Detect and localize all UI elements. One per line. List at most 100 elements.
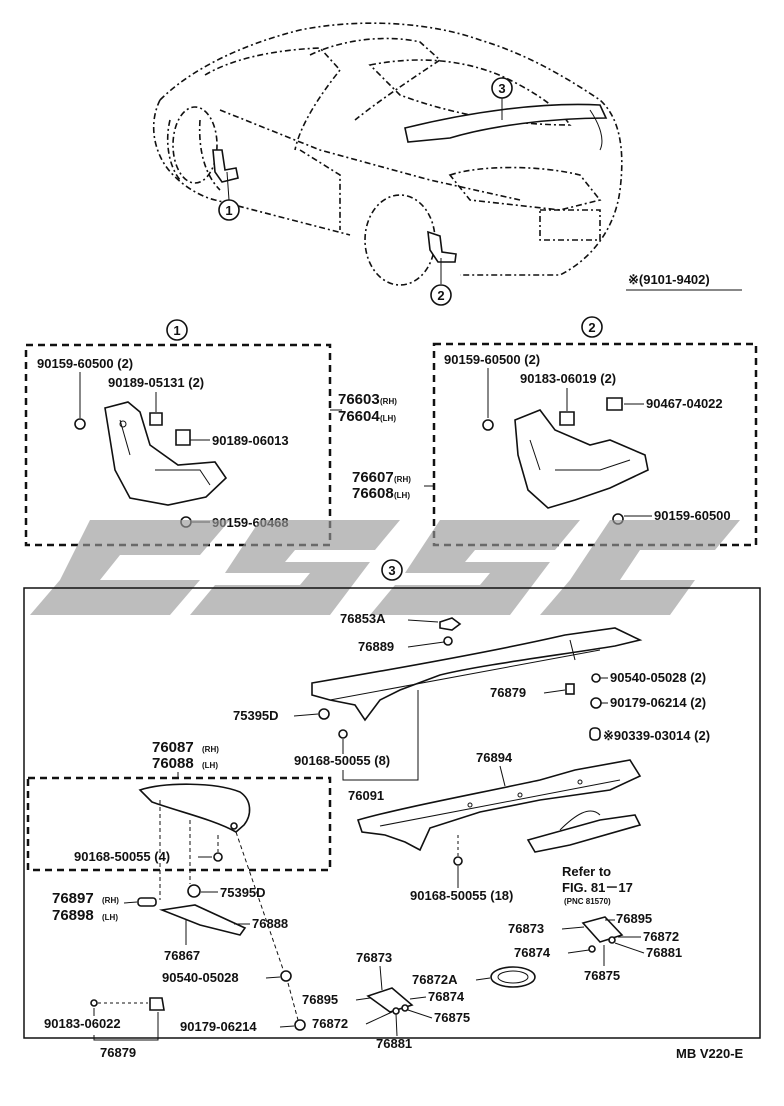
label-90540-05028-2: 90540-05028 (2)	[610, 670, 706, 685]
label-90540-05028: 90540-05028	[162, 970, 239, 985]
clip-icon	[149, 997, 165, 1011]
rear-spoiler	[311, 627, 643, 722]
gasket-ring-inner	[497, 970, 529, 984]
label-75395D-mid: 75395D	[220, 885, 266, 900]
mudguard-rear	[514, 409, 649, 509]
svg-text:FIG. 81－17: FIG. 81－17	[562, 880, 633, 895]
clip-icon	[606, 397, 623, 411]
bolt-icon	[482, 419, 494, 431]
label-90339-03014: ※90339-03014 (2)	[603, 728, 710, 743]
section2-dashed-frame	[432, 342, 758, 547]
figure-code: MB V220-E	[676, 1046, 744, 1061]
svg-text:76088: 76088	[152, 755, 194, 772]
label-76087-76088: 76087 (RH) 76088 (LH)	[152, 739, 219, 772]
label-90168-50055-18: 90168-50055 (18)	[410, 888, 513, 903]
clip-icon	[175, 429, 191, 446]
label-76881-right: 76881	[646, 945, 682, 960]
label-76874-right: 76874	[514, 945, 551, 960]
bolt-icon	[338, 729, 348, 739]
svg-text:2: 2	[437, 288, 444, 303]
bolt-icon	[453, 856, 463, 866]
nut-icon	[149, 412, 163, 426]
svg-text:76087: 76087	[152, 739, 194, 756]
svg-text:Refer to: Refer to	[562, 864, 611, 879]
callout-circle-1: 1	[166, 319, 188, 341]
svg-text:(RH): (RH)	[202, 745, 219, 754]
svg-text:76603: 76603	[338, 391, 380, 408]
label-90179-06214: 90179-06214	[180, 1019, 257, 1034]
clip-icon	[318, 708, 330, 720]
label-76894: 76894	[476, 750, 513, 765]
clip-icon	[230, 822, 238, 830]
label-90183-06019: 90183-06019 (2)	[520, 371, 616, 386]
label-76872A: 76872A	[412, 972, 458, 987]
label-76873-right: 76873	[508, 921, 544, 936]
bracket-icon	[439, 617, 462, 631]
svg-text:(LH): (LH)	[380, 414, 396, 423]
callout-circle-3-top: 3	[491, 77, 513, 99]
label-76879-top: 76879	[490, 685, 526, 700]
label-76091: 76091	[348, 788, 384, 803]
bolt-icon	[74, 418, 86, 430]
svg-text:(LH): (LH)	[102, 913, 118, 922]
nut-icon	[401, 1004, 409, 1012]
section3-frame	[23, 587, 761, 1039]
svg-text:3: 3	[498, 81, 505, 96]
callout-circle-3: 3	[381, 559, 403, 581]
label-76872-center: 76872	[312, 1016, 348, 1031]
label-90183-06022: 90183-06022	[44, 1016, 121, 1031]
label-90159-60500: 90159-60500 (2)	[37, 356, 133, 371]
spoiler-bracket-76894	[356, 759, 642, 852]
svg-text:76607: 76607	[352, 469, 394, 486]
label-76895-center: 76895	[302, 992, 338, 1007]
label-75395D-top: 75395D	[233, 708, 279, 723]
svg-text:(RH): (RH)	[102, 896, 119, 905]
label-76853A: 76853A	[340, 611, 386, 626]
nut-icon	[590, 697, 602, 709]
svg-text:76897: 76897	[52, 890, 94, 907]
side-cover-dashed-frame	[26, 776, 332, 872]
svg-text:76898: 76898	[52, 907, 94, 924]
label-76874-center: 76874	[428, 989, 465, 1004]
washer-icon	[280, 970, 292, 982]
period-note: ※(9101-9402)	[628, 272, 710, 287]
label-90179-06214-2: 90179-06214 (2)	[610, 695, 706, 710]
pad-icon	[137, 897, 157, 907]
label-90168-50055-8: 90168-50055 (8)	[294, 753, 390, 768]
svg-text:76608: 76608	[352, 485, 394, 502]
watermark-logo	[30, 520, 740, 615]
clip-icon	[187, 884, 201, 898]
nut-icon	[559, 411, 575, 426]
nut-icon	[588, 945, 596, 953]
label-76889: 76889	[358, 639, 394, 654]
svg-text:(LH): (LH)	[202, 761, 218, 770]
bolt-icon	[213, 852, 223, 862]
car-illustration	[152, 22, 623, 286]
label-90467-04022: 90467-04022	[646, 396, 723, 411]
lamp-part-center	[366, 987, 414, 1013]
label-76872-right: 76872	[643, 929, 679, 944]
label-76881-center: 76881	[376, 1036, 412, 1051]
svg-text:3: 3	[388, 563, 395, 578]
clip-icon	[90, 999, 98, 1007]
label-90159-60500-s2: 90159-60500 (2)	[444, 352, 540, 367]
callout-circle-1-top: 1	[218, 199, 240, 221]
callout-circle-2: 2	[581, 316, 603, 338]
label-76879-bottom: 76879	[100, 1045, 136, 1060]
label-90189-05131: 90189-05131 (2)	[108, 375, 204, 390]
screw-icon	[608, 936, 616, 944]
mudguard-front	[104, 401, 228, 506]
lamp-part	[581, 916, 624, 943]
label-76897-76898: 76897 (RH) 76898 (LH)	[52, 890, 119, 924]
svg-text:(PNC 81570): (PNC 81570)	[564, 897, 611, 906]
gasket-ring	[490, 966, 536, 988]
label-76873-center: 76873	[356, 950, 392, 965]
cap-icon	[589, 727, 601, 741]
label-90189-06013: 90189-06013	[212, 433, 289, 448]
label-76607-76608: 76607 (RH) 76608 (LH)	[352, 469, 434, 502]
svg-text:2: 2	[588, 320, 595, 335]
svg-text:(LH): (LH)	[394, 491, 410, 500]
label-76875-right: 76875	[584, 968, 620, 983]
label-76603-76604: 76603 (RH) 76604 (LH)	[330, 391, 397, 425]
